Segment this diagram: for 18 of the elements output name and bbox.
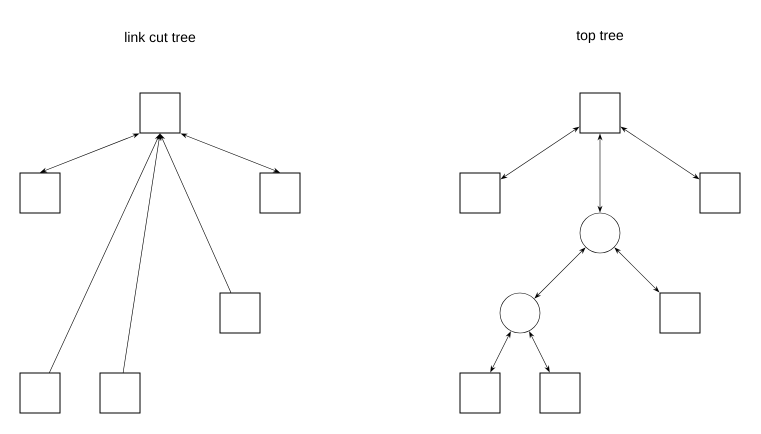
square-node (540, 372, 580, 414)
square-node (700, 172, 740, 214)
square-node (460, 372, 500, 414)
square-node (20, 372, 61, 414)
tree-title: top tree (576, 31, 624, 43)
tree-title: link cut tree (125, 32, 196, 42)
square-node (260, 172, 300, 214)
square-node (660, 292, 700, 334)
square-node (20, 172, 61, 214)
square-node (460, 172, 500, 214)
square-node (580, 92, 620, 134)
arrow (500, 126, 580, 180)
square-node (220, 292, 260, 334)
arrow (620, 126, 700, 180)
circle-node (500, 292, 540, 334)
circle-node (580, 212, 620, 254)
square-node (100, 372, 140, 414)
square-node (140, 92, 180, 134)
